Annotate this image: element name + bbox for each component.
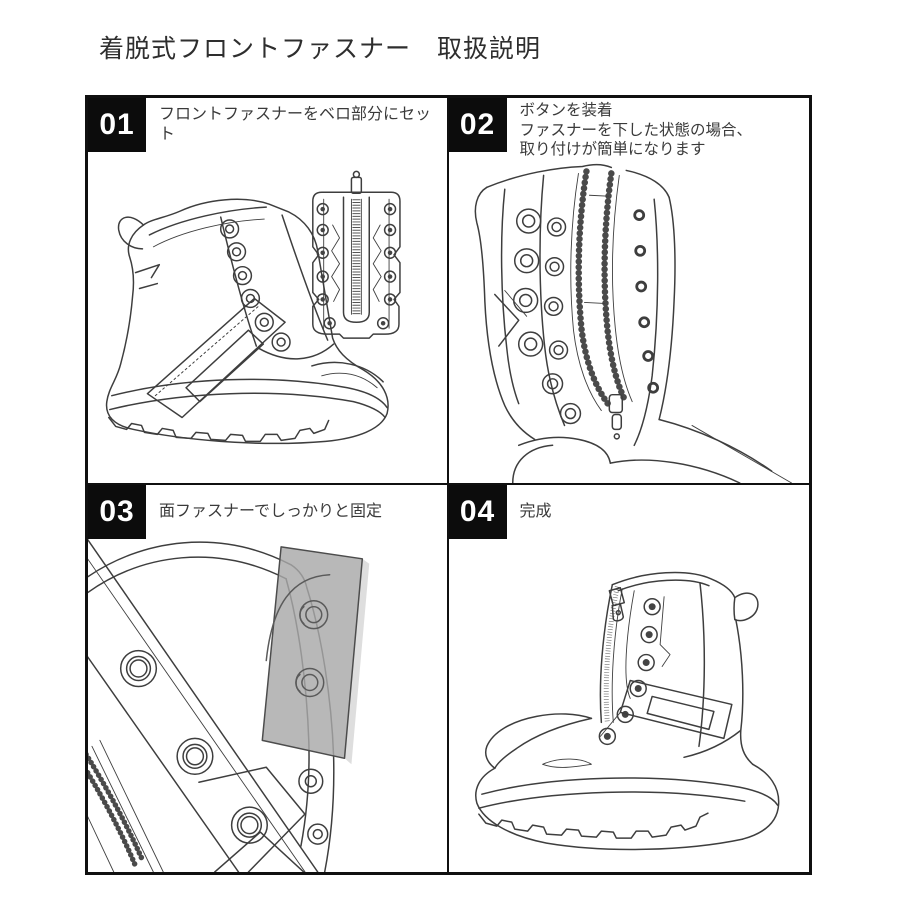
step-number-badge: 02 [448, 98, 507, 152]
boot-upper-zipper-illustration [474, 163, 792, 483]
zipper-pull [350, 176, 363, 195]
step-caption: 面ファスナーでしっかりと固定 [159, 485, 382, 539]
step-panel-02: 02 ボタンを装着 ファスナーを下した状態の場合、 取り付けが簡単になります [448, 98, 810, 485]
step-caption-line: 取り付けが簡単になります [519, 141, 706, 158]
page-title: 着脱式フロントファスナー 取扱説明 [99, 35, 542, 63]
eyelet-strap-band [88, 538, 319, 872]
steps-grid: 01 フロントファスナーをベロ部分にセット [85, 95, 812, 875]
velcro-closeup-illustration [88, 538, 370, 872]
finished-boot-illustration [474, 571, 779, 851]
step-panel-04: 04 完成 [448, 485, 810, 872]
boot-side-illustration [105, 170, 401, 445]
step-panel-03: 03 面ファスナーでしっかりと固定 [88, 485, 449, 872]
zipper-panel-piece [312, 170, 401, 339]
step-number-badge: 04 [448, 485, 507, 539]
step-header: 04 完成 [448, 485, 810, 539]
zipper-pull [611, 602, 624, 622]
step-caption-line: 面ファスナーでしっかりと固定 [159, 503, 383, 520]
step-header: 01 フロントファスナーをベロ部分にセット [88, 98, 447, 152]
boot-upper-closeup [474, 163, 676, 447]
boot-outline [474, 571, 779, 851]
strap-and-sole [477, 679, 778, 839]
right-flap-eyelets [632, 209, 659, 394]
eyelets [598, 590, 671, 746]
open-zipper-chains [569, 168, 633, 440]
step-number-badge: 03 [88, 485, 146, 539]
zipper-slider [608, 586, 625, 607]
step-caption-line: ボタンを装着 [519, 102, 613, 119]
zipper-corner [88, 739, 164, 872]
step-panel-01: 01 フロントファスナーをベロ部分にセット [88, 98, 449, 485]
step-caption-line: ファスナーを下した状態の場合、 [519, 121, 753, 139]
step-caption: 完成 [520, 485, 552, 539]
boot-side-view [105, 198, 389, 445]
step-caption: ボタンを装着 ファスナーを下した状態の場合、 取り付けが簡単になります [520, 98, 753, 160]
step-header: 02 ボタンを装着 ファスナーを下した状態の場合、 取り付けが簡単になります [448, 98, 810, 160]
zipper-slider [608, 393, 623, 414]
step-number-badge: 01 [88, 98, 146, 152]
front-zipper [603, 586, 625, 723]
velcro-strip [261, 546, 370, 765]
step-caption: フロントファスナーをベロ部分にセット [159, 98, 447, 152]
zipper-pull [611, 413, 622, 431]
footbed-lines [511, 418, 792, 483]
step-header: 03 面ファスナーでしっかりと固定 [88, 485, 447, 539]
step-caption-line: フロントファスナーをベロ部分にセット [159, 106, 432, 143]
step-caption-line: 完成 [519, 503, 552, 520]
